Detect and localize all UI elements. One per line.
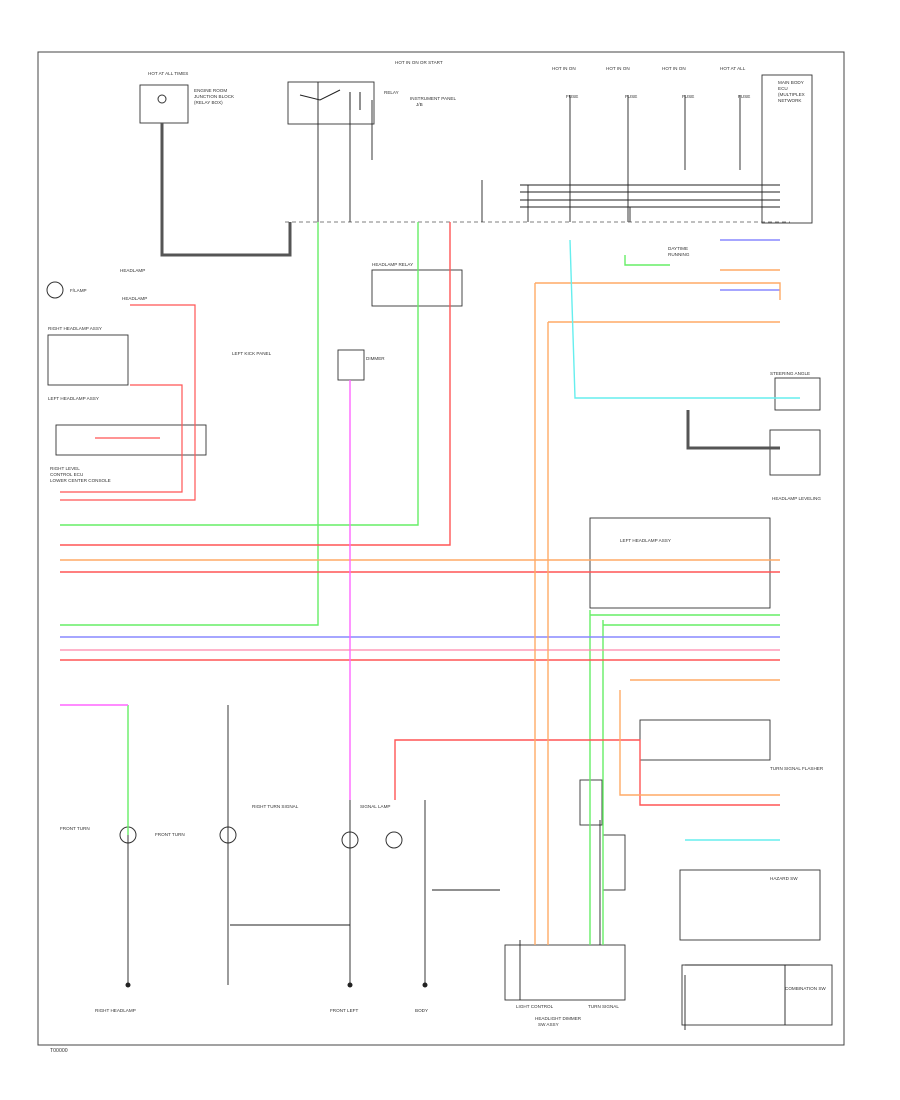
green-wire-a bbox=[60, 222, 319, 626]
ground-symbols: RIGHT HEADLAMP FRONT LEFT BODY bbox=[95, 982, 428, 1013]
svg-text:RIGHT HEADLAMP: RIGHT HEADLAMP bbox=[95, 1008, 136, 1013]
footer-code: T00000 bbox=[50, 1048, 68, 1054]
steering-wire-thick bbox=[686, 410, 780, 450]
svg-text:RIGHT LEVEL: RIGHT LEVEL bbox=[50, 466, 80, 471]
red-wire-d bbox=[394, 739, 780, 806]
svg-text:HEADLAMP: HEADLAMP bbox=[120, 268, 145, 273]
svg-text:RUNNING: RUNNING bbox=[668, 252, 690, 257]
svg-text:TURN SIGNAL: TURN SIGNAL bbox=[588, 1004, 619, 1009]
svg-text:HOT IN ON: HOT IN ON bbox=[606, 66, 630, 71]
top-left-fuse-box: HOT AT ALL TIMES ENGINE ROOM JUNCTION BL… bbox=[139, 71, 235, 124]
svg-text:FUSE: FUSE bbox=[682, 94, 694, 99]
right-connectors: DAYTIME RUNNING STEERING ANGLE HEADLAMP … bbox=[589, 246, 833, 1026]
green-wire-b bbox=[60, 222, 419, 526]
red-wire-e bbox=[60, 304, 196, 501]
wire-group bbox=[60, 82, 800, 1030]
svg-text:HEADLIGHT DIMMER: HEADLIGHT DIMMER bbox=[535, 1016, 582, 1021]
svg-text:BODY: BODY bbox=[415, 1008, 428, 1013]
svg-text:CONTROL ECU: CONTROL ECU bbox=[50, 472, 83, 477]
svg-text:HOT IN ON: HOT IN ON bbox=[662, 66, 686, 71]
orange-wire-a bbox=[535, 282, 781, 300]
svg-text:SIGNAL LAMP: SIGNAL LAMP bbox=[360, 804, 390, 809]
svg-text:HEADLAMP LEVELING: HEADLAMP LEVELING bbox=[772, 496, 821, 501]
svg-text:DIMMER: DIMMER bbox=[366, 356, 385, 361]
svg-text:FUSE: FUSE bbox=[566, 94, 578, 99]
svg-text:HEADLAMP: HEADLAMP bbox=[122, 296, 147, 301]
red-wire-a bbox=[60, 222, 451, 546]
svg-text:LOWER CENTER CONSOLE: LOWER CENTER CONSOLE bbox=[50, 478, 111, 483]
svg-text:HOT AT ALL: HOT AT ALL bbox=[720, 66, 746, 71]
svg-text:HOT AT ALL TIMES: HOT AT ALL TIMES bbox=[148, 71, 188, 76]
svg-text:F/LAMP: F/LAMP bbox=[70, 288, 87, 293]
svg-text:HOT IN ON: HOT IN ON bbox=[552, 66, 576, 71]
svg-text:FRONT TURN: FRONT TURN bbox=[155, 832, 185, 837]
svg-text:(RELAY BOX): (RELAY BOX) bbox=[194, 100, 223, 105]
svg-text:J/B: J/B bbox=[416, 102, 423, 107]
svg-text:JUNCTION BLOCK: JUNCTION BLOCK bbox=[194, 94, 235, 99]
svg-text:SW ASSY: SW ASSY bbox=[538, 1022, 559, 1027]
top-center-relay: HOT IN ON OR START RELAY INSTRUMENT PANE… bbox=[287, 60, 456, 125]
svg-text:RIGHT TURN SIGNAL: RIGHT TURN SIGNAL bbox=[252, 804, 299, 809]
svg-text:INSTRUMENT PANEL: INSTRUMENT PANEL bbox=[410, 96, 456, 101]
top-right-fuse-labels: HOT IN ON HOT IN ON HOT IN ON HOT AT ALL… bbox=[552, 66, 750, 99]
svg-text:RELAY: RELAY bbox=[384, 90, 399, 95]
svg-text:COMBINATION SW: COMBINATION SW bbox=[785, 986, 826, 991]
center-relay-box: HEADLAMP RELAY DIMMER bbox=[337, 262, 463, 381]
svg-text:HAZARD SW: HAZARD SW bbox=[770, 876, 798, 881]
green-wire-c bbox=[624, 255, 670, 266]
left-components: F/LAMP HEADLAMP HEADLAMP RIGHT HEADLAMP … bbox=[46, 268, 272, 483]
svg-text:RIGHT HEADLAMP ASSY: RIGHT HEADLAMP ASSY bbox=[48, 326, 102, 331]
orange-wire-g bbox=[619, 690, 780, 796]
top-right-module: MAIN BODY ECU (MULTIPLEX NETWORK bbox=[761, 74, 813, 224]
svg-text:MAIN BODY: MAIN BODY bbox=[778, 80, 804, 85]
svg-text:HOT IN ON OR START: HOT IN ON OR START bbox=[395, 60, 443, 65]
red-wire-f bbox=[60, 384, 183, 493]
svg-text:LEFT HEADLAMP ASSY: LEFT HEADLAMP ASSY bbox=[620, 538, 671, 543]
svg-text:ENGINE ROOM: ENGINE ROOM bbox=[194, 88, 227, 93]
bottom-lamps: FRONT TURN FRONT TURN RIGHT TURN SIGNAL … bbox=[60, 779, 626, 1027]
diagram-border bbox=[37, 51, 845, 1046]
svg-text:LEFT KICK PANEL: LEFT KICK PANEL bbox=[232, 351, 272, 356]
svg-text:HEADLAMP RELAY: HEADLAMP RELAY bbox=[372, 262, 413, 267]
svg-text:NETWORK: NETWORK bbox=[778, 98, 802, 103]
cyan-wire-a bbox=[569, 239, 800, 399]
svg-text:FRONT TURN: FRONT TURN bbox=[60, 826, 90, 831]
svg-text:FUSE: FUSE bbox=[625, 94, 637, 99]
svg-text:LIGHT CONTROL: LIGHT CONTROL bbox=[516, 1004, 554, 1009]
svg-text:TURN SIGNAL FLASHER: TURN SIGNAL FLASHER bbox=[770, 766, 824, 771]
svg-text:FUSE: FUSE bbox=[738, 94, 750, 99]
svg-text:ECU: ECU bbox=[778, 86, 788, 91]
svg-text:LEFT HEADLAMP ASSY: LEFT HEADLAMP ASSY bbox=[48, 396, 99, 401]
supply-wire-thick bbox=[160, 123, 292, 257]
svg-text:(MULTIPLEX: (MULTIPLEX bbox=[778, 92, 805, 97]
svg-text:FRONT LEFT: FRONT LEFT bbox=[330, 1008, 358, 1013]
svg-text:STEERING ANGLE: STEERING ANGLE bbox=[770, 371, 810, 376]
svg-text:DAYTIME: DAYTIME bbox=[668, 246, 688, 251]
